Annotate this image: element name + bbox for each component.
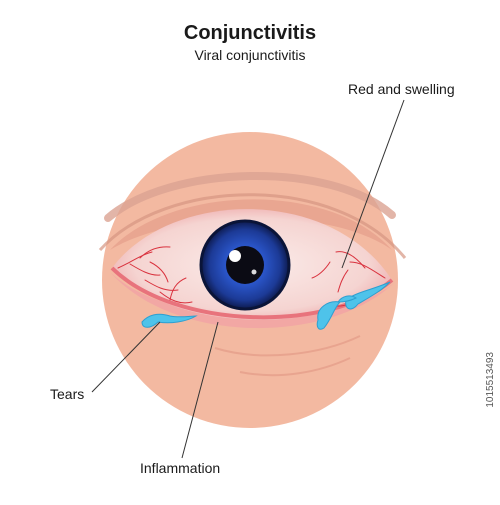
upper-lid-fold bbox=[110, 199, 392, 250]
label-inflammation: Inflammation bbox=[140, 460, 221, 476]
label-tears: Tears bbox=[50, 386, 85, 402]
page-subtitle: Viral conjunctivitis bbox=[194, 47, 306, 63]
pupil-highlight bbox=[229, 250, 241, 262]
iris-ring bbox=[199, 219, 291, 311]
label-red-and-swelling: Red and swelling bbox=[348, 81, 455, 97]
leader-inflammation bbox=[181, 321, 219, 459]
under-eye-line-1 bbox=[214, 335, 361, 357]
under-eye-line-2 bbox=[239, 357, 351, 377]
leader-tears bbox=[91, 321, 161, 393]
leader-red-and-swelling bbox=[341, 99, 405, 269]
upper-lid-shadow bbox=[98, 193, 407, 259]
stock-id-text: 1015513493 bbox=[485, 352, 496, 408]
page-title: Conjunctivitis bbox=[183, 22, 317, 44]
blood-vessels bbox=[117, 246, 386, 307]
tears bbox=[141, 281, 391, 330]
eyelid-crease bbox=[104, 171, 396, 222]
pupil-highlight-small bbox=[251, 269, 257, 275]
